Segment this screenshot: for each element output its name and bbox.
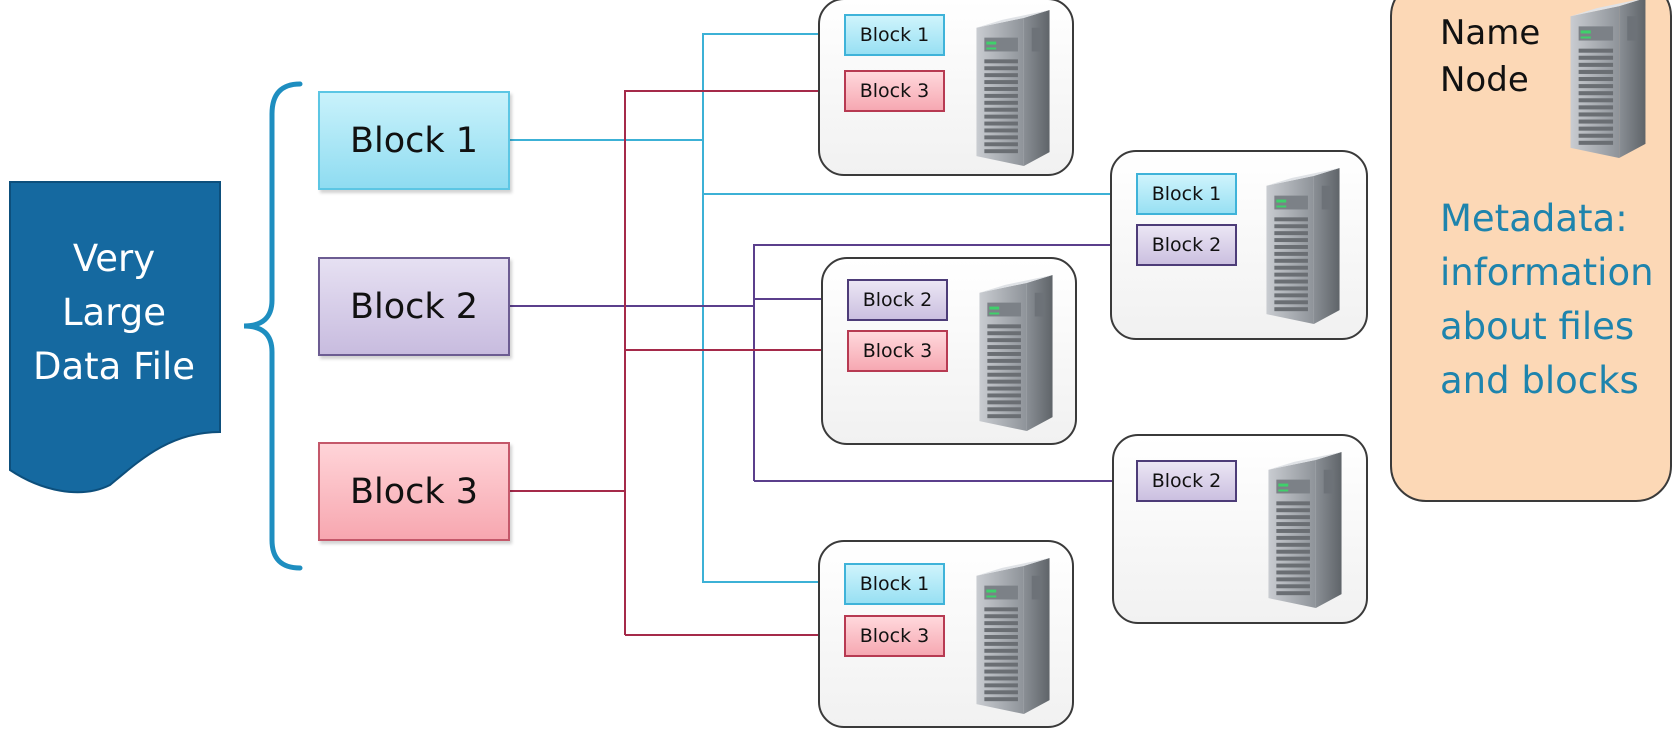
node-block: Block 1	[844, 563, 945, 605]
brace-icon	[243, 81, 303, 571]
metadata-line: information	[1440, 251, 1654, 294]
block-1: Block 1	[318, 91, 510, 190]
node-block: Block 1	[1136, 173, 1237, 215]
server-tower-icon	[1258, 166, 1348, 329]
name-node: Name Node Metadata: information about fi…	[1390, 0, 1672, 502]
data-file-label: Very Large Data File	[8, 232, 220, 394]
data-file-label-line: Very	[72, 237, 156, 280]
node-block: Block 3	[844, 615, 945, 657]
data-node-1: Block 1 Block 3	[818, 0, 1074, 176]
data-file-label-line: Large	[61, 291, 167, 334]
node-block: Block 2	[847, 279, 948, 321]
node-block: Block 2	[1136, 224, 1237, 266]
server-tower-icon	[971, 273, 1061, 436]
server-tower-icon	[1260, 450, 1350, 613]
block-3-connections	[510, 86, 844, 640]
node-block: Block 2	[1136, 460, 1237, 502]
data-file-shape	[9, 181, 221, 494]
block-3: Block 3	[318, 442, 510, 541]
data-node-3: Block 2 Block 3	[821, 257, 1077, 445]
data-file-label-line: Data File	[32, 345, 196, 388]
server-tower-icon	[968, 8, 1058, 171]
name-node-title-line: Name	[1440, 13, 1541, 53]
node-block: Block 3	[847, 330, 948, 372]
name-node-title: Name Node	[1440, 10, 1580, 104]
server-tower-icon	[968, 556, 1058, 719]
data-node-2: Block 1 Block 2	[1110, 150, 1368, 340]
metadata-line: about files	[1440, 305, 1635, 348]
metadata-description: Metadata: information about files and bl…	[1440, 192, 1672, 408]
node-block: Block 1	[844, 14, 945, 56]
server-tower-icon	[1560, 0, 1656, 163]
metadata-line: Metadata:	[1440, 197, 1628, 240]
block-1-connections	[510, 29, 1131, 587]
name-node-title-line: Node	[1440, 60, 1529, 100]
data-node-5: Block 1 Block 3	[818, 540, 1074, 728]
data-node-4: Block 2	[1112, 434, 1368, 624]
metadata-line: and blocks	[1440, 359, 1639, 402]
block-2: Block 2	[318, 257, 510, 356]
node-block: Block 3	[844, 70, 945, 112]
